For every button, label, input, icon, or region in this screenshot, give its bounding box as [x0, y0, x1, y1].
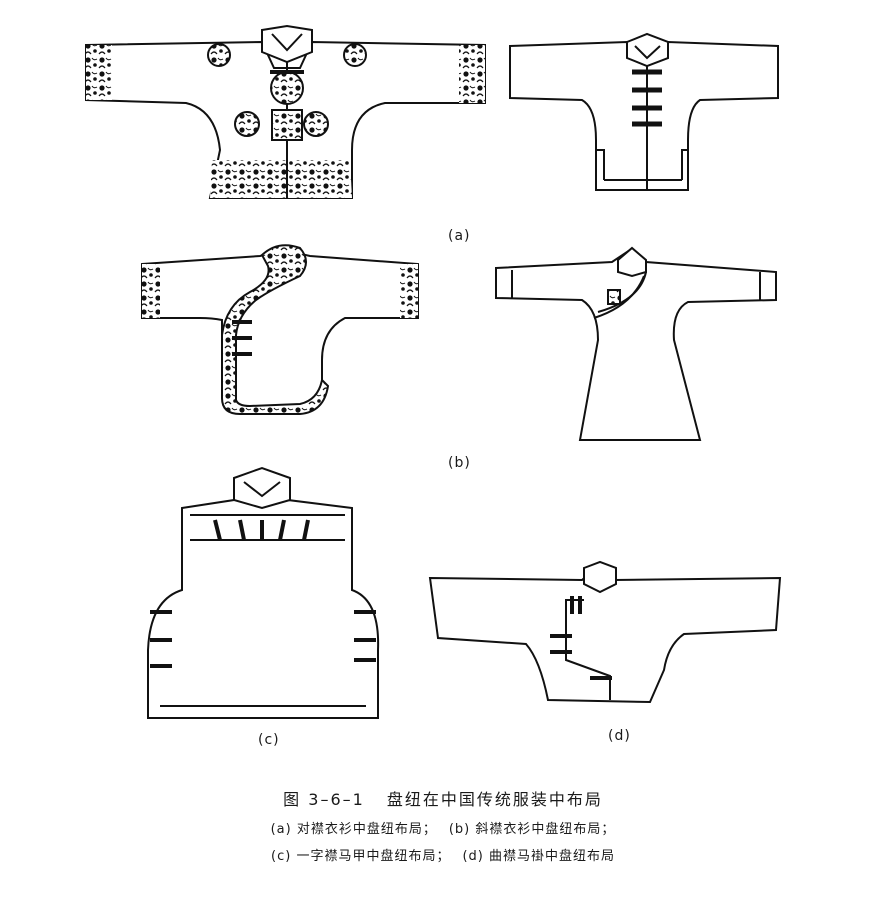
caption-item-b: (b) 斜襟衣衫中盘纽布局； [448, 822, 616, 837]
garment-b-left-xiejin-jacket [141, 244, 419, 415]
label-d: (d) [608, 728, 631, 744]
label-a: (a) [448, 228, 471, 244]
garment-d-qujin-magua [428, 560, 782, 704]
figure-caption-line-2: (c) 一字襟马甲中盘纽布局； (d) 曲襟马褂中盘纽布局 [0, 845, 886, 864]
caption-item-a: (a) 对襟衣衫中盘纽布局； [270, 822, 437, 837]
garment-c-yizijin-vest [147, 466, 380, 719]
figure-number: 图 3–6–1 [283, 790, 365, 809]
garment-b-right-xiejin-robe [495, 246, 777, 441]
figure-title: 盘纽在中国传统服装中布局 [386, 790, 603, 809]
figure-caption-title: 图 3–6–1 盘纽在中国传统服装中布局 [0, 786, 886, 810]
figure-caption-line-1: (a) 对襟衣衫中盘纽布局； (b) 斜襟衣衫中盘纽布局； [0, 818, 886, 837]
garment-a-right-plain-jacket [509, 32, 779, 191]
caption-item-d: (d) 曲襟马褂中盘纽布局 [462, 849, 615, 864]
garment-a-left-embroidered-jacket [85, 24, 486, 199]
caption-item-c: (c) 一字襟马甲中盘纽布局； [271, 849, 451, 864]
label-b: (b) [448, 455, 471, 471]
label-c: (c) [258, 732, 280, 748]
